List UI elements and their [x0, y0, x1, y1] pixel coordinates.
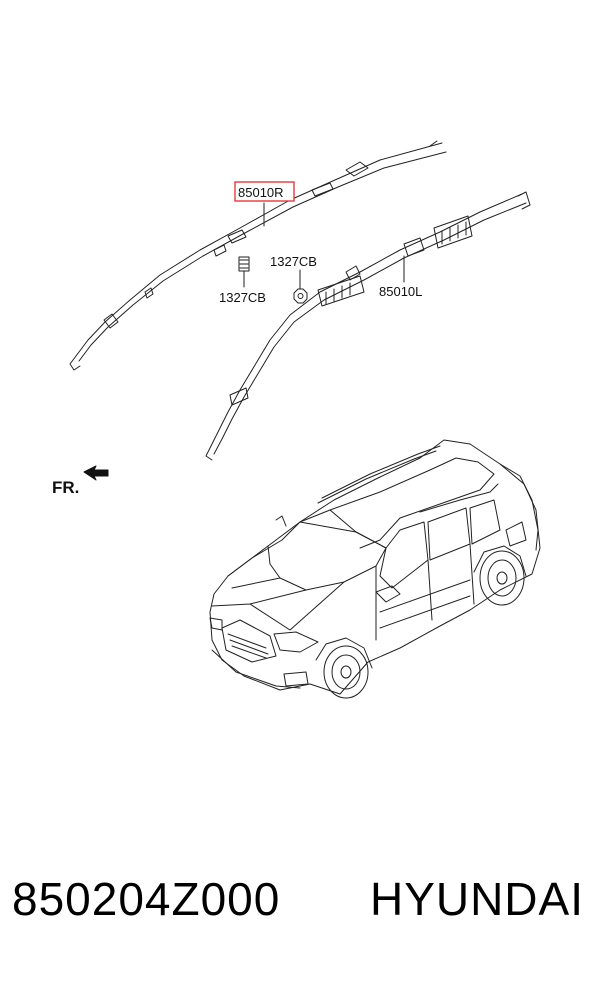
airbag-left-curtain [205, 191, 531, 461]
front-arrow-icon [83, 465, 109, 481]
part-number: 850204Z000 [12, 873, 281, 925]
suv-illustration-icon [209, 439, 541, 699]
footer: 850204Z000 HYUNDAI [0, 872, 600, 952]
label-1327cb-upper: 1327CB [270, 254, 317, 269]
nut-1327cb [293, 269, 308, 304]
airbag-right-curtain [69, 140, 447, 371]
clip-1327cb-upper [238, 256, 250, 288]
brand-name: HYUNDAI [369, 873, 584, 925]
label-85010r: 85010R [238, 185, 284, 200]
label-1327cb-lower: 1327CB [219, 290, 266, 305]
front-label: FR. [52, 478, 79, 497]
label-85010l: 85010L [379, 284, 422, 299]
part-highlight-box [234, 181, 295, 202]
